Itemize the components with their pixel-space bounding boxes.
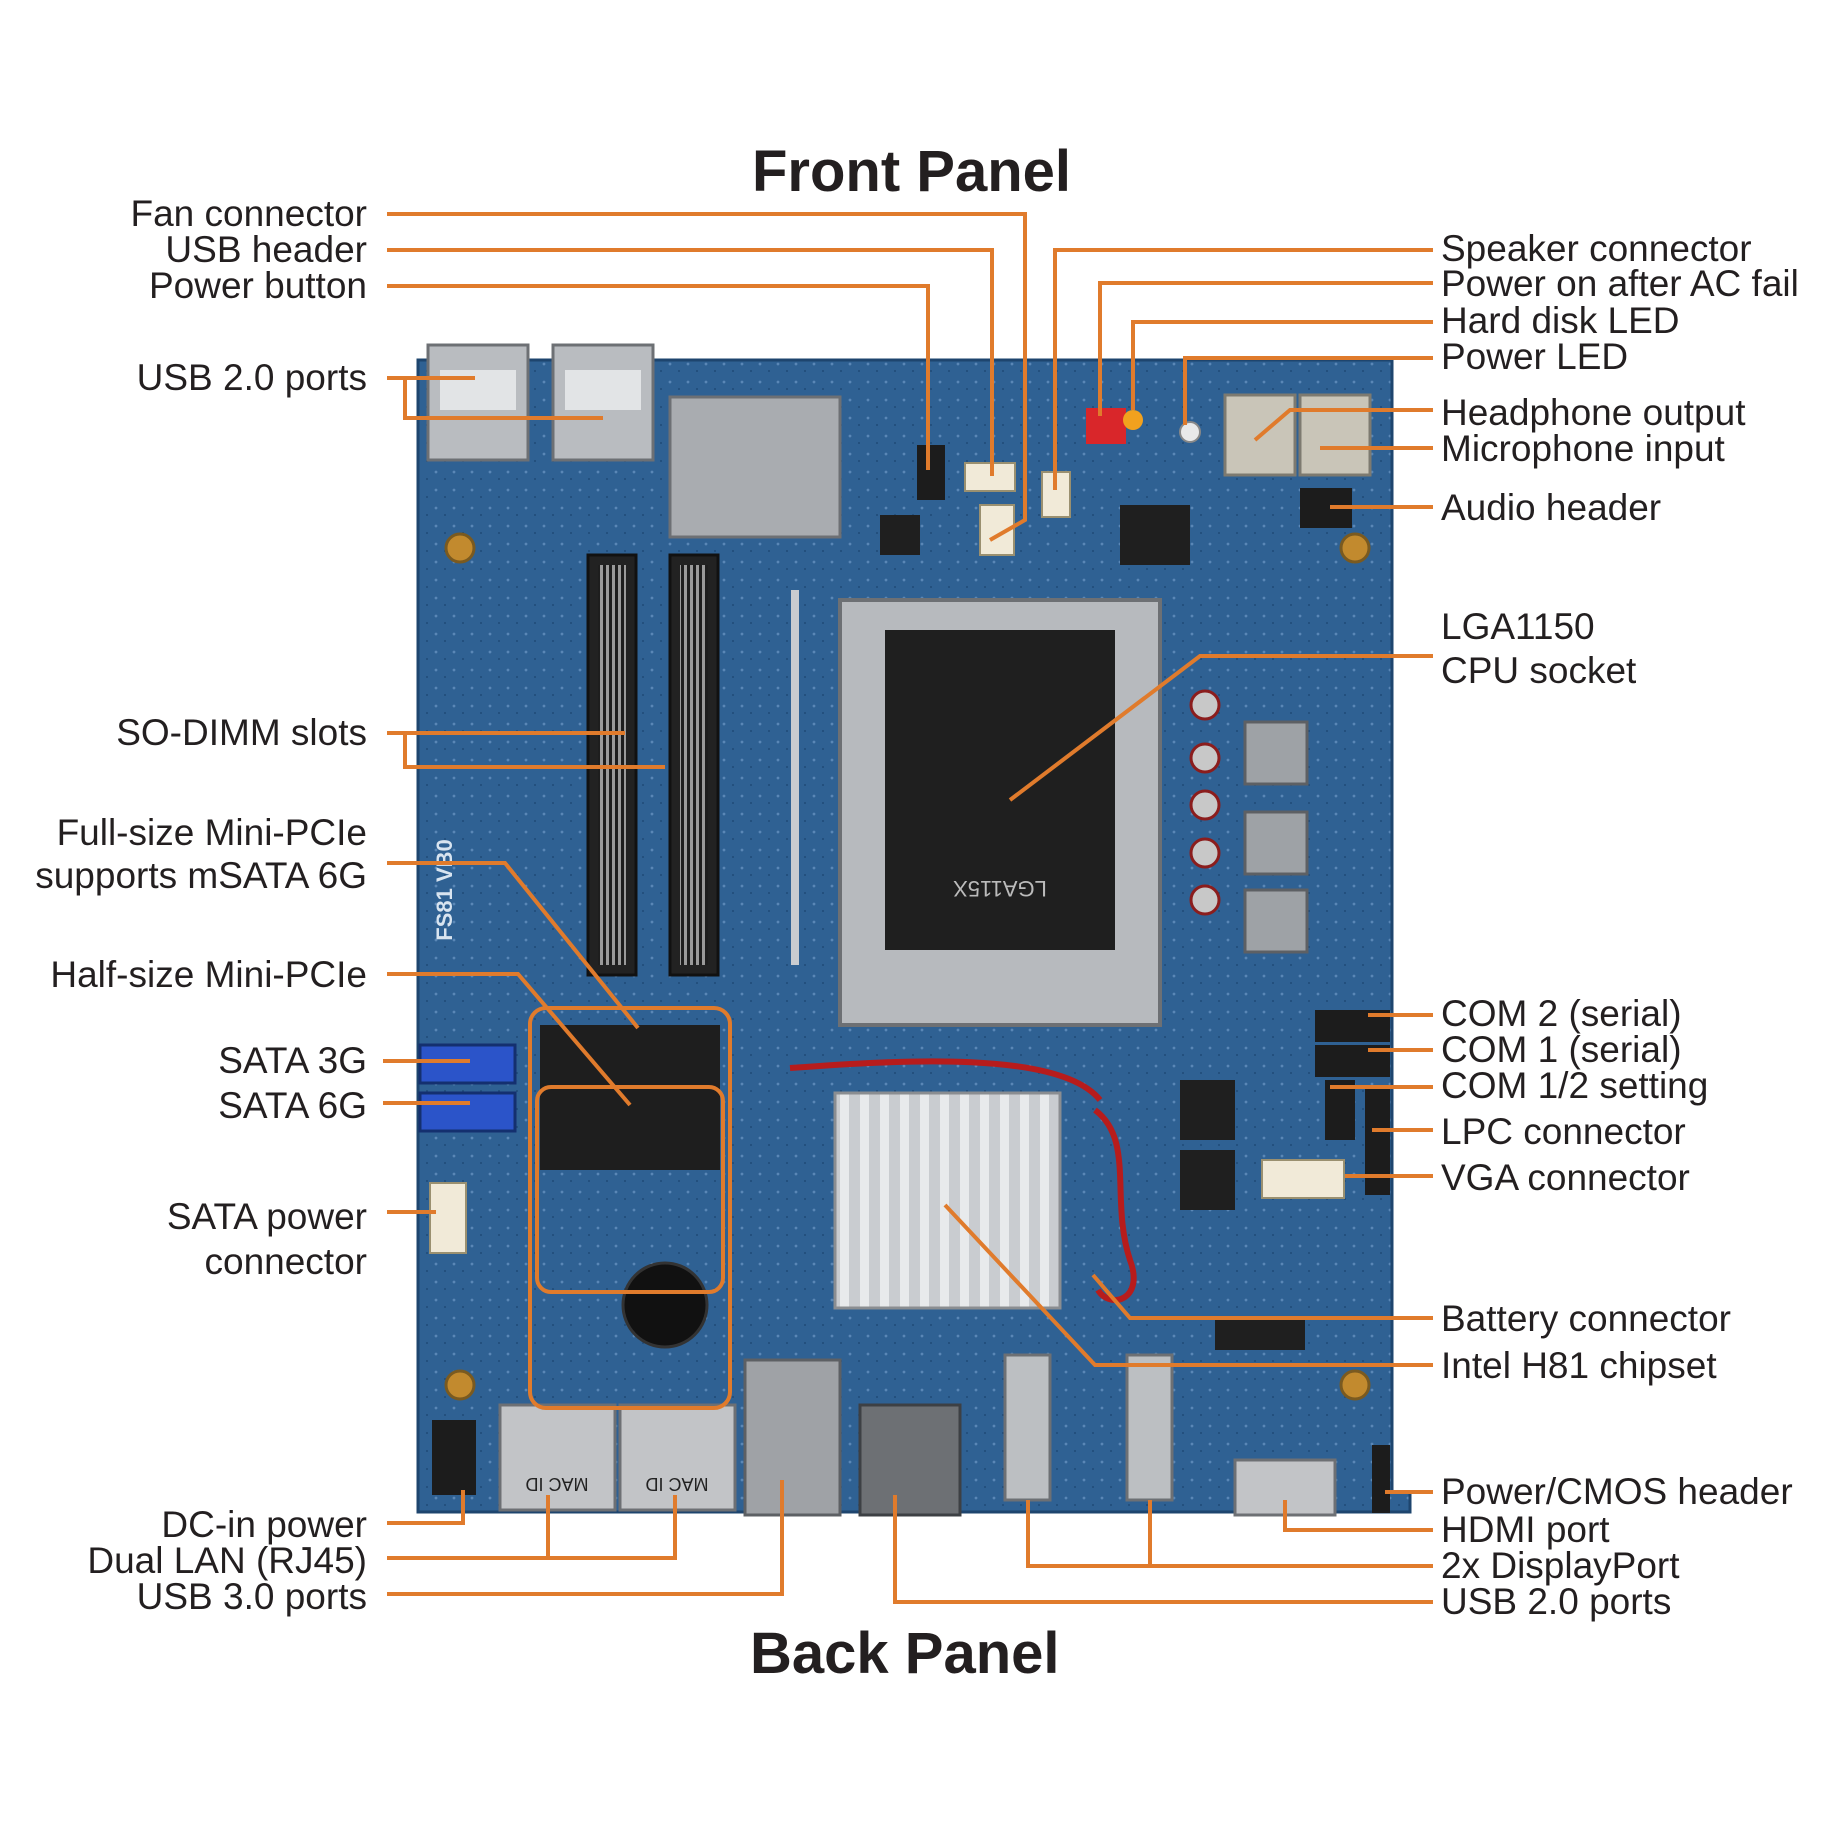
label-dual-lan: Dual LAN (RJ45) — [87, 1540, 367, 1581]
label-minipcie-full-line1: Full-size Mini-PCIe — [56, 812, 367, 853]
label-minipcie-half: Half-size Mini-PCIe — [50, 954, 367, 995]
vga-header — [1261, 1159, 1345, 1199]
label-hdmi: HDMI port — [1441, 1509, 1610, 1550]
so-dimm-slots — [586, 553, 720, 977]
mac-label-2: MAC ID — [645, 1474, 708, 1494]
board-model-marking: FS81 VB0 — [432, 839, 457, 941]
mac-label-1: MAC ID — [525, 1474, 588, 1494]
label-sata-power-line1: SATA power — [166, 1196, 367, 1237]
label-usb30: USB 3.0 ports — [136, 1576, 367, 1617]
label-dc-in: DC-in power — [161, 1504, 367, 1545]
label-com1: COM 1 (serial) — [1441, 1029, 1682, 1070]
label-minipcie-full: Full-size Mini-PCIe supports mSATA 6G — [35, 813, 367, 896]
label-hdd-led: Hard disk LED — [1441, 300, 1680, 341]
label-battery: Battery connector — [1441, 1298, 1731, 1339]
sata-power-connector — [429, 1182, 467, 1254]
label-lga: LGA1150 CPU socket — [1441, 607, 1636, 691]
label-power-button: Power button — [148, 265, 367, 306]
label-usb20-back: USB 2.0 ports — [1441, 1581, 1672, 1622]
sata-connectors — [418, 1043, 517, 1133]
back-panel-title: Back Panel — [750, 1621, 1060, 1686]
ac-fail-jumper — [1086, 408, 1126, 444]
label-so-dimm: SO-DIMM slots — [116, 712, 367, 753]
label-power-led: Power LED — [1441, 336, 1629, 377]
power-button-header — [917, 445, 945, 500]
label-usb-header: USB header — [165, 229, 367, 270]
ics — [880, 505, 1305, 1350]
label-speaker: Speaker connector — [1441, 228, 1752, 269]
label-displayport: 2x DisplayPort — [1441, 1545, 1680, 1586]
front-usb-ports — [426, 343, 655, 462]
speaker-header — [1041, 471, 1071, 518]
cpu-socket-marking: LGA115X — [953, 876, 1047, 901]
mini-pcie-highlight-boxes — [528, 1006, 732, 1410]
label-headphone: Headphone output — [1441, 392, 1746, 433]
label-com-setting: COM 1/2 setting — [1441, 1065, 1709, 1106]
label-sata6g: SATA 6G — [218, 1085, 367, 1126]
hdd-led — [1123, 410, 1143, 430]
label-chipset: Intel H81 chipset — [1441, 1345, 1717, 1386]
card-reader — [668, 395, 842, 539]
mounting-holes — [444, 532, 1371, 1401]
label-sata3g: SATA 3G — [218, 1040, 367, 1081]
label-lpc: LPC connector — [1441, 1111, 1686, 1152]
cpu-socket: LGA115X — [791, 590, 1162, 1027]
label-minipcie-full-line2: supports mSATA 6G — [35, 855, 367, 896]
label-fan-connector: Fan connector — [130, 193, 367, 234]
label-lga-line1: LGA1150 — [1441, 606, 1595, 647]
leader-lines — [383, 212, 1433, 1604]
label-vga: VGA connector — [1441, 1157, 1690, 1198]
label-com2: COM 2 (serial) — [1441, 993, 1682, 1034]
mini-pcie-slots — [540, 1025, 720, 1170]
front-panel-title: Front Panel — [752, 139, 1072, 204]
label-sata-power-line2: connector — [204, 1241, 368, 1282]
vrm-chokes — [1243, 720, 1309, 954]
vrm-capacitors — [1189, 689, 1221, 916]
label-power-cmos: Power/CMOS header — [1441, 1471, 1793, 1512]
label-lga-line2: CPU socket — [1441, 650, 1637, 691]
label-microphone: Microphone input — [1441, 428, 1725, 469]
chipset-heatsink — [833, 1091, 1062, 1310]
label-sata-power: SATA power connector — [167, 1197, 367, 1282]
label-power-ac: Power on after AC fail — [1441, 263, 1799, 304]
label-usb20-front: USB 2.0 ports — [136, 357, 367, 398]
power-led — [1179, 421, 1201, 443]
cmos-battery — [621, 1261, 709, 1349]
label-audio-header: Audio header — [1441, 487, 1662, 528]
